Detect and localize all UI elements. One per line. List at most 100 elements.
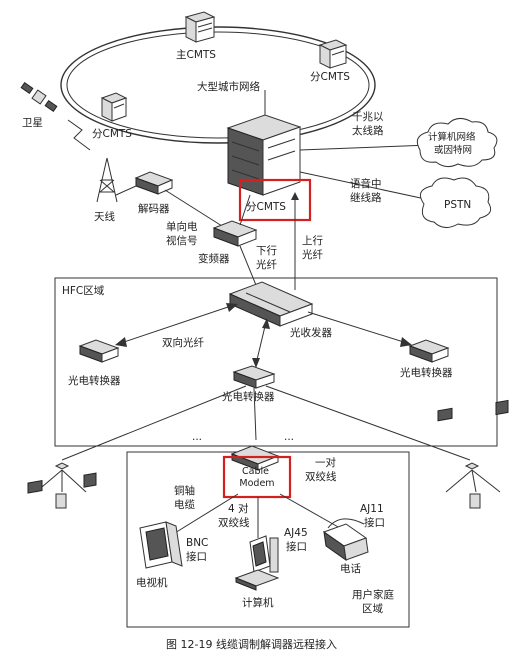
downstream-fiber-label: 下行 光纤 bbox=[256, 244, 280, 271]
optical-transceiver-label: 光收发器 bbox=[290, 326, 332, 339]
decoder-device-icon bbox=[134, 171, 174, 195]
left-oe-arrow-icon bbox=[115, 337, 127, 347]
upstream-arrow-icon bbox=[291, 192, 299, 200]
pstn-label: PSTN bbox=[444, 199, 471, 211]
four-pair-line-1: 4 对 bbox=[228, 502, 249, 515]
tv-label: 电视机 bbox=[136, 576, 168, 589]
upstream-fiber-label: 上行 光纤 bbox=[302, 234, 326, 261]
sub-cmts-left-server-icon bbox=[100, 92, 128, 122]
coax-line-1: 铜轴 bbox=[174, 484, 195, 497]
cable-modem-line-1: Cable bbox=[242, 466, 269, 477]
right-oe-arrow-icon bbox=[400, 337, 412, 347]
center-oe-arrow-up-icon bbox=[262, 318, 270, 329]
computer-network-line-2: 或因特网 bbox=[434, 144, 472, 156]
coax-cable-label: 铜轴 电缆 bbox=[174, 484, 198, 511]
coax-line-2: 电缆 bbox=[174, 498, 195, 511]
aj45-port-label: AJ45 接口 bbox=[284, 527, 311, 553]
computer-icon bbox=[234, 535, 280, 591]
computer-network-line-1: 计算机网络 bbox=[428, 131, 476, 143]
modem-phone-line bbox=[279, 493, 341, 529]
feeder-right bbox=[265, 385, 471, 461]
computer-network-label: 计算机网络 或因特网 bbox=[428, 131, 479, 156]
gigabit-link-line bbox=[299, 144, 431, 151]
upstream-line-2: 光纤 bbox=[302, 248, 323, 261]
satellite-label: 卫星 bbox=[22, 117, 43, 129]
right-user-network-icon bbox=[437, 399, 509, 509]
aj11-line-1: AJ11 bbox=[360, 503, 384, 515]
feeder-left bbox=[61, 385, 247, 461]
cmts-converter-link bbox=[239, 194, 251, 226]
pstn-cloud-icon bbox=[419, 177, 492, 228]
cable-modem-highlight bbox=[222, 455, 292, 499]
aj11-line-2: 接口 bbox=[364, 516, 385, 529]
tv-icon bbox=[139, 521, 183, 569]
center-oe-arrow-down-icon bbox=[252, 358, 260, 368]
metro-network-label: 大型城市网络 bbox=[197, 80, 260, 93]
fiber-to-center-oe bbox=[255, 321, 267, 365]
frequency-converter-label: 变频器 bbox=[198, 252, 230, 265]
bnc-line-2: 接口 bbox=[186, 550, 207, 563]
voice-trunk-label: 语音中 继线路 bbox=[350, 177, 385, 204]
metro-network-ring bbox=[60, 26, 376, 144]
bidirectional-fiber-label: 双向光纤 bbox=[162, 336, 204, 349]
downstream-line-1: 下行 bbox=[256, 244, 277, 257]
optical-transceiver-icon bbox=[228, 281, 314, 327]
feeder-center bbox=[253, 387, 257, 441]
antenna-label: 天线 bbox=[94, 210, 115, 223]
left-user-network-icon bbox=[27, 462, 97, 509]
oe-converter-left-icon bbox=[78, 339, 120, 363]
aj11-port-label: AJ11 接口 bbox=[360, 503, 387, 529]
transceiver-left-arrow-icon bbox=[226, 303, 238, 312]
oe-converter-left-label: 光电转换器 bbox=[68, 374, 121, 387]
internet-cloud-icon bbox=[416, 118, 498, 168]
ellipsis-left: ... bbox=[192, 431, 202, 443]
voice-trunk-line-2: 继线路 bbox=[350, 191, 382, 204]
figure-caption: 图 12-19 线缆调制解调器远程接入 bbox=[166, 637, 337, 651]
twisted-pair-label: 一对 双绞线 bbox=[305, 456, 339, 483]
decoder-label: 解码器 bbox=[138, 202, 170, 215]
antenna-tower-icon bbox=[96, 157, 118, 203]
decoder-converter-link bbox=[164, 189, 223, 227]
fiber-to-right-oe bbox=[307, 311, 411, 345]
computer-label: 计算机 bbox=[242, 596, 274, 609]
frequency-converter-icon bbox=[212, 220, 258, 247]
ellipsis-right: ... bbox=[284, 431, 294, 443]
bnc-line-1: BNC bbox=[186, 537, 208, 549]
oe-converter-center-label: 光电转换器 bbox=[222, 390, 275, 403]
sub-cmts-top-right-server-icon bbox=[318, 39, 348, 69]
cable-modem-label: Cable Modem bbox=[239, 466, 274, 489]
cable-modem-line-2: Modem bbox=[239, 478, 274, 489]
fiber-to-left-oe bbox=[117, 304, 235, 345]
gigabit-ethernet-label: 千兆以 太线路 bbox=[352, 111, 387, 137]
twisted-pair-line-2: 双绞线 bbox=[305, 470, 337, 483]
voice-trunk-line-1: 语音中 bbox=[350, 177, 382, 190]
upstream-line-1: 上行 bbox=[302, 234, 323, 247]
main-cmts-server-icon bbox=[184, 11, 216, 43]
gigabit-line-2: 太线路 bbox=[352, 124, 384, 137]
main-cmts-label: 主CMTS bbox=[176, 49, 216, 61]
phone-label: 电话 bbox=[340, 562, 361, 575]
antenna-decoder-link bbox=[115, 185, 137, 196]
central-cmts-server-icon bbox=[226, 114, 302, 196]
oe-converter-center-icon bbox=[232, 365, 276, 389]
oe-converter-right-icon bbox=[408, 339, 450, 363]
modem-tv-line bbox=[169, 493, 239, 537]
one-way-tv-line-1: 单向电 bbox=[166, 220, 198, 233]
satellite-icon bbox=[20, 81, 58, 113]
downstream-fiber-line bbox=[239, 245, 259, 291]
hfc-area-box bbox=[54, 277, 498, 447]
voice-trunk-line bbox=[299, 171, 431, 201]
metro-network-ring-inner bbox=[66, 31, 370, 139]
sub-cmts-highlight bbox=[238, 178, 312, 222]
sub-cmts-top-right-label: 分CMTS bbox=[310, 71, 350, 83]
gigabit-line-1: 千兆以 bbox=[352, 111, 384, 123]
one-way-tv-signal-label: 单向电 视信号 bbox=[166, 220, 201, 247]
aj45-line-2: 接口 bbox=[286, 540, 307, 553]
four-twisted-pair-label: 4 对 双绞线 bbox=[218, 502, 252, 529]
satellite-signal-zigzag bbox=[67, 119, 91, 151]
oe-converter-right-label: 光电转换器 bbox=[400, 366, 453, 379]
hfc-area-label: HFC区域 bbox=[62, 284, 105, 297]
home-area-label: 用户家庭 区域 bbox=[352, 588, 397, 615]
one-way-tv-line-2: 视信号 bbox=[166, 234, 198, 247]
